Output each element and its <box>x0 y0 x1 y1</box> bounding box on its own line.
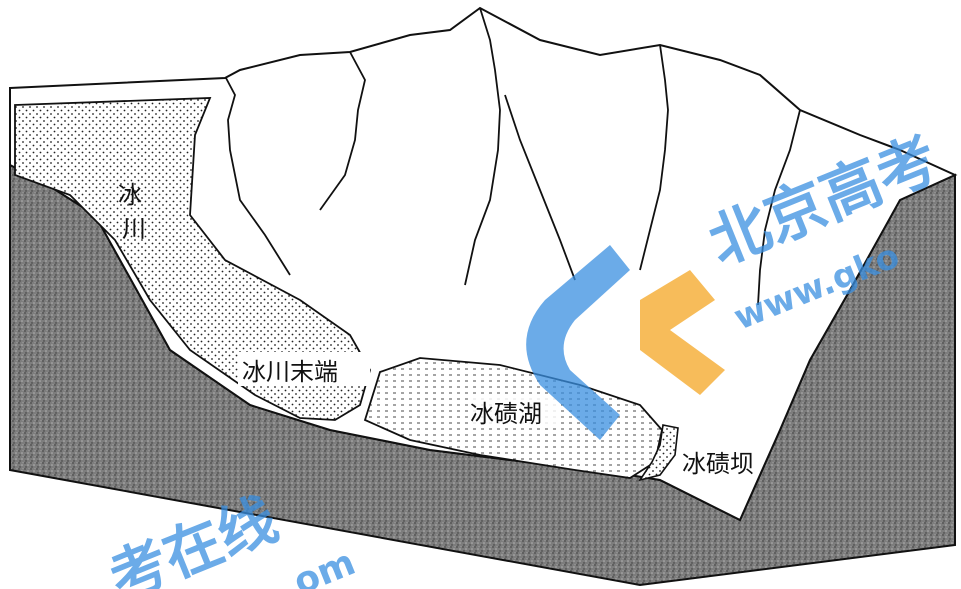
ridge-lines <box>225 7 801 306</box>
watermark-url-bottom: om <box>288 542 361 589</box>
label-moraine-lake: 冰碛湖 <box>470 400 542 428</box>
label-bg-terminus <box>238 352 370 386</box>
label-glacier-char-2: 川 <box>122 215 146 243</box>
mountain-surface <box>9 6 958 522</box>
label-glacier-terminus: 冰川末端 <box>242 358 338 386</box>
moraine-dam <box>638 424 679 482</box>
glacier-body <box>14 97 371 421</box>
label-moraine-dam: 冰碛坝 <box>682 450 754 478</box>
label-bg-lake <box>468 394 556 428</box>
watermark-k-shape <box>640 270 725 395</box>
label-glacier-char-1: 冰 <box>118 181 142 209</box>
watermark-c-shape <box>526 245 630 440</box>
